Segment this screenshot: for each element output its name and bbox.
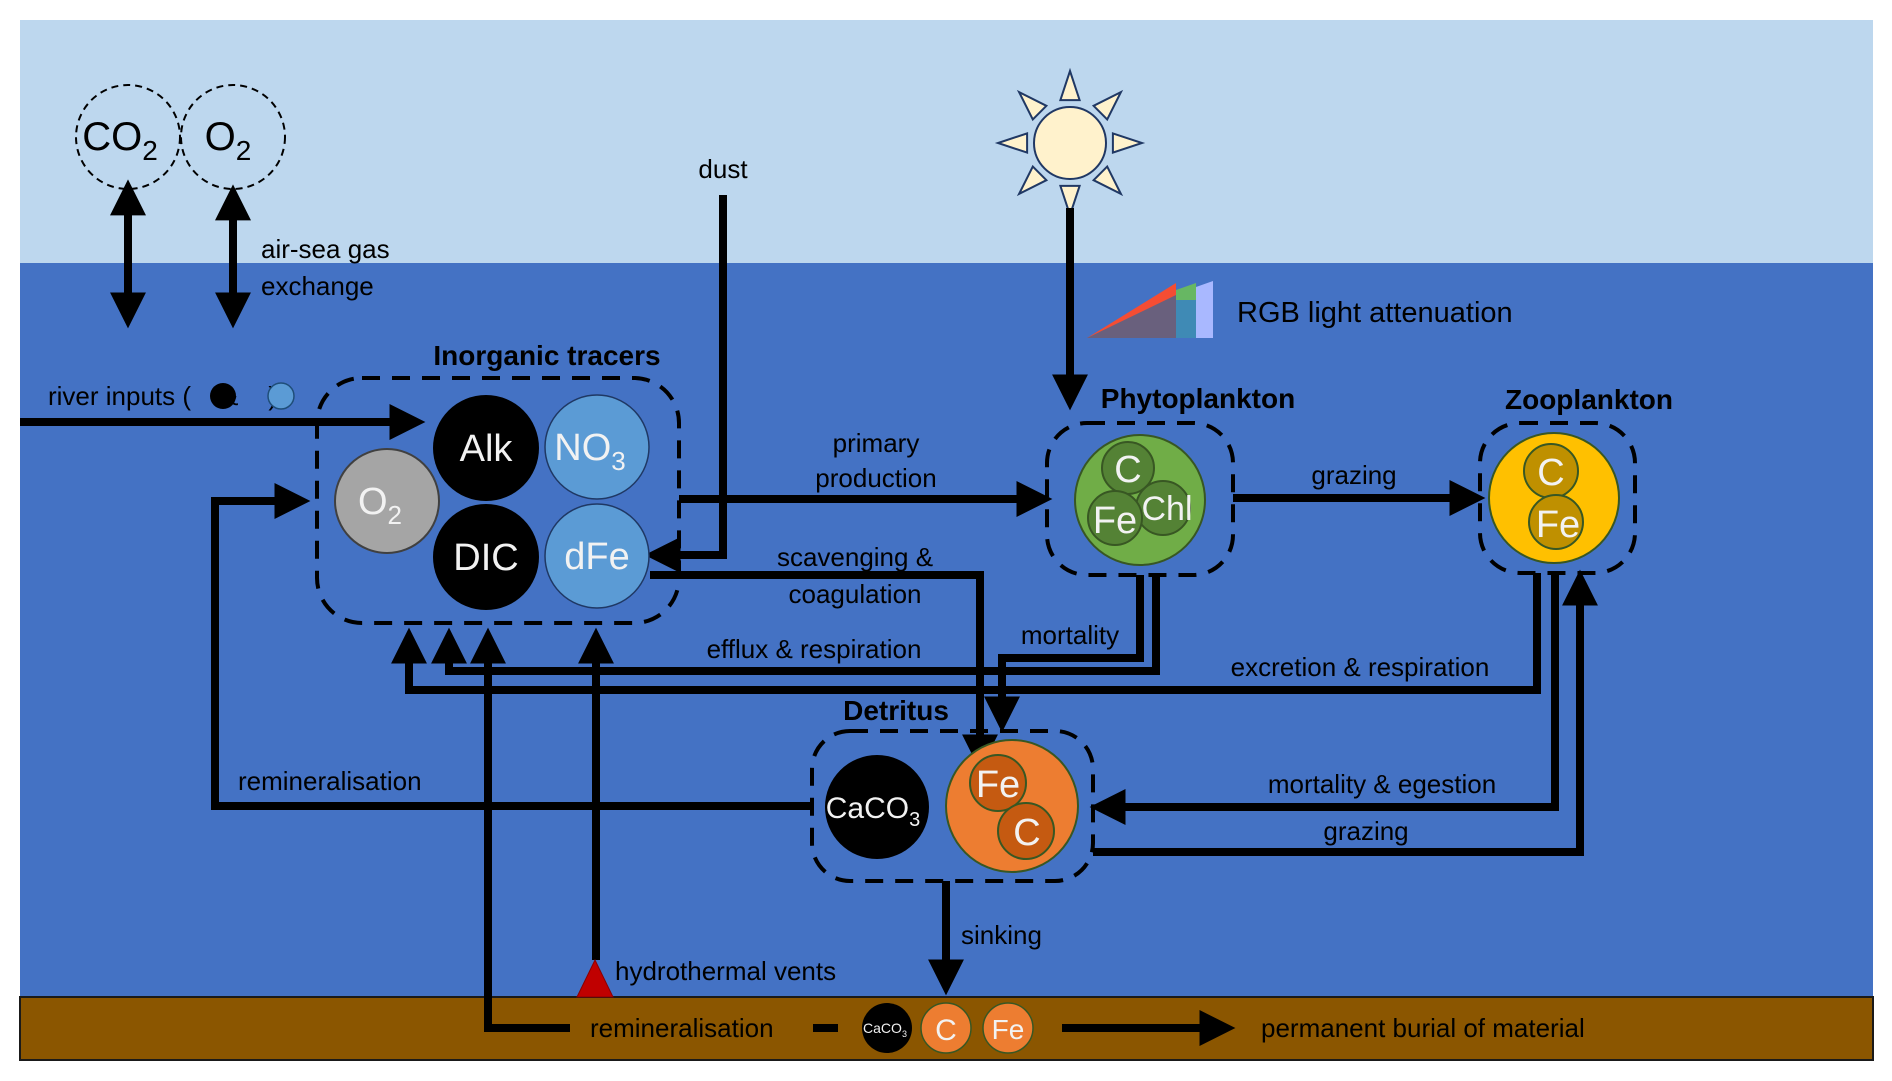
sediment-caco3: CaCO3: [862, 1003, 912, 1053]
burial-label: permanent burial of material: [1261, 1013, 1585, 1043]
excretion-respiration-label: excretion & respiration: [1231, 652, 1490, 682]
hydrothermal-vent-icon: [576, 958, 614, 998]
zooplankton-cell: C Fe: [1488, 432, 1620, 564]
tracer-o2-circle: [334, 448, 440, 554]
tracer-alk-circle: [433, 395, 539, 501]
sediment-c-circle: [920, 1002, 972, 1054]
gas-co2-circle: [75, 84, 181, 190]
remineralisation-water-arrow: [211, 483, 812, 810]
phyto-c-label: C: [1114, 449, 1141, 491]
remineralisation-sediment-label: remineralisation: [590, 1013, 774, 1043]
tracer-o2-label: O2: [358, 481, 402, 530]
sinking-label: sinking: [961, 920, 1042, 950]
detritus-caco3-circle: [825, 755, 929, 859]
phytoplankton-title: Phytoplankton: [1101, 383, 1295, 414]
gas-co2: CO2: [75, 84, 181, 190]
sediment-caco3-label: CaCO3: [863, 1020, 907, 1039]
tracer-o2: O2: [334, 448, 440, 554]
mortality-egestion-label: mortality & egestion: [1268, 769, 1496, 799]
dust-label: dust: [698, 154, 748, 184]
phytoplankton-cell: C Fe Chl: [1074, 434, 1206, 566]
sun-ray: [1091, 164, 1124, 197]
detritus-box: [810, 729, 1095, 883]
phyto-chl-label: Chl: [1141, 490, 1192, 528]
zooplankton-title: Zooplankton: [1505, 384, 1673, 415]
remineralisation-sediment-arrow: [470, 627, 570, 1032]
excretion-respiration-arrow: [391, 573, 1541, 694]
sun-ray: [1016, 164, 1049, 197]
detritus-particle: Fe C: [945, 739, 1079, 873]
gas-o2-circle: [180, 84, 286, 190]
green-overlap: [1176, 300, 1196, 338]
rgb-light-label: RGB light attenuation: [1237, 297, 1513, 329]
tracer-dfe-label: dFe: [564, 536, 629, 578]
tracer-dic-circle: [433, 504, 539, 610]
tracer-no3: NO3: [544, 394, 650, 500]
detritus-fe-label: Fe: [976, 764, 1020, 806]
sun-ray: [1091, 89, 1124, 122]
gas-o2: O2: [180, 84, 286, 190]
detritus-title: Detritus: [843, 695, 949, 726]
sun-ray: [1016, 89, 1049, 122]
scavenging-label-1: scavenging &: [777, 542, 933, 572]
sediment-fe: Fe: [982, 1002, 1034, 1054]
river-blue-dot: [267, 382, 295, 410]
phyto-fe-label: Fe: [1093, 500, 1137, 542]
sun-ray: [1059, 67, 1081, 102]
air-sea-label-2: exchange: [261, 271, 374, 301]
tracer-alk: Alk: [433, 395, 539, 501]
zoo-fe-circle: [1528, 494, 1584, 550]
sediment-c: C: [920, 1002, 972, 1054]
scavenging-arrow: [650, 571, 998, 771]
detritus-grazing-arrow: [1093, 569, 1598, 856]
detritus-caco3-label: CaCO3: [826, 792, 920, 831]
sediment-c-label: C: [935, 1014, 957, 1047]
inorganic-tracers-title: Inorganic tracers: [433, 340, 660, 371]
zoo-fe-label: Fe: [1536, 504, 1580, 546]
detritus-caco3: CaCO3: [825, 755, 929, 859]
tracer-dic-label: DIC: [453, 537, 518, 579]
tracer-dfe-circle: [544, 503, 650, 609]
detritus-grazing-label: grazing: [1323, 816, 1408, 846]
tracer-no3-circle: [544, 394, 650, 500]
sky-background: [20, 20, 1873, 263]
sun-icon: [994, 67, 1146, 219]
sun-ray: [1111, 132, 1146, 154]
gas-o2-label: O2: [205, 115, 252, 166]
tracer-no3-label: NO3: [554, 427, 625, 476]
tracer-alk-label: Alk: [460, 428, 514, 470]
primary-production-label-2: production: [815, 463, 936, 493]
phyto-mortality-label: mortality: [1021, 620, 1119, 650]
sediment-fe-label: Fe: [992, 1014, 1025, 1045]
tracer-dfe: dFe: [544, 503, 650, 609]
grazing-label: grazing: [1311, 460, 1396, 490]
remineralisation-water-label: remineralisation: [238, 766, 422, 796]
dust-arrow: [644, 195, 727, 573]
sun-ray: [994, 132, 1029, 154]
sediment-fe-circle: [982, 1002, 1034, 1054]
tracer-dic: DIC: [433, 504, 539, 610]
mortality-egestion-arrow: [1089, 573, 1559, 825]
efflux-respiration-arrow: [431, 575, 1160, 675]
attenuation-shadow: [1087, 295, 1176, 338]
river-black-dot: [210, 383, 236, 409]
rgb-attenuation-icon: [1087, 281, 1213, 338]
detritus-fe-circle: [969, 754, 1027, 812]
primary-production-label-1: primary: [833, 428, 920, 458]
hydrothermal-label: hydrothermal vents: [615, 956, 836, 986]
blue-wedge: [1196, 281, 1213, 338]
phyto-fe-circle: [1087, 490, 1143, 546]
sediment-caco3-circle: [862, 1003, 912, 1053]
scavenging-label-2: coagulation: [789, 579, 922, 609]
ocean-background: [20, 263, 1873, 997]
efflux-respiration-label: efflux & respiration: [707, 634, 922, 664]
sun-disc: [1033, 106, 1107, 180]
sun-ray: [1059, 184, 1081, 219]
detritus-c-circle: [997, 802, 1055, 860]
gas-co2-label: CO2: [82, 115, 158, 166]
detritus-c-label: C: [1013, 812, 1040, 854]
zoo-c-label: C: [1537, 452, 1564, 494]
air-sea-label-1: air-sea gas: [261, 234, 390, 264]
